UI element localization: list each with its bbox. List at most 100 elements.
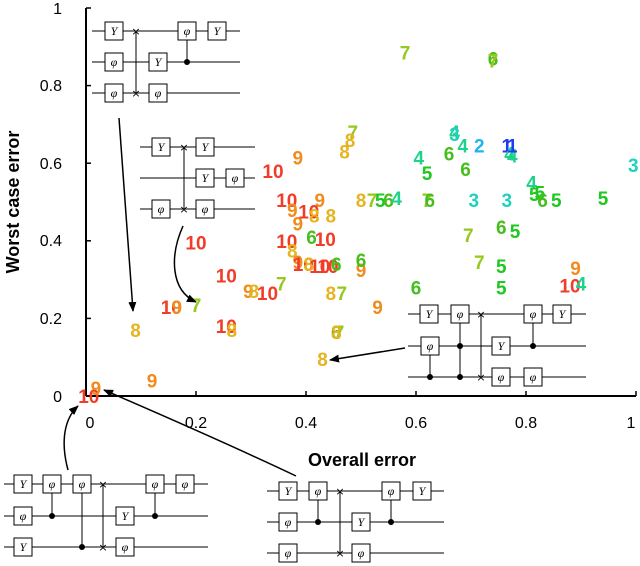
gate-label: φ bbox=[498, 370, 505, 384]
gate-label: φ bbox=[285, 515, 292, 529]
data-point: 6 bbox=[331, 255, 342, 276]
gate-label: φ bbox=[358, 546, 365, 560]
circuit-diagram: × × Y φ φ Y φ φ Y φ bbox=[408, 300, 588, 387]
data-point: 10 bbox=[216, 267, 237, 288]
data-point: 8 bbox=[339, 143, 350, 164]
data-point: 1 bbox=[502, 137, 513, 158]
gate-label: Y bbox=[358, 515, 366, 529]
data-point: 7 bbox=[348, 123, 359, 144]
data-point: 10 bbox=[309, 257, 330, 278]
gate-box: Y bbox=[148, 52, 168, 72]
gate-label: φ bbox=[202, 202, 209, 216]
data-point: 9 bbox=[356, 261, 367, 282]
gate-box: φ bbox=[13, 506, 33, 526]
x-tick-label: 0.6 bbox=[405, 415, 427, 432]
x-axis-title: Overall error bbox=[308, 450, 416, 470]
data-point: 7 bbox=[191, 296, 202, 317]
data-point: 6 bbox=[444, 145, 455, 166]
data-point: 3 bbox=[628, 156, 639, 177]
gate-box: φ bbox=[225, 168, 245, 188]
control-dot bbox=[457, 374, 463, 380]
data-point: 3 bbox=[502, 191, 513, 212]
data-point: 5 bbox=[422, 164, 433, 185]
control-dot bbox=[49, 513, 55, 519]
circuit-diagram: × × Y φ Y φ Y φ φ bbox=[92, 21, 240, 103]
gate-box: φ bbox=[278, 543, 298, 563]
gate-label: φ bbox=[152, 477, 159, 491]
gate-label: φ bbox=[122, 540, 129, 554]
control-dot bbox=[427, 374, 433, 380]
data-point: 9 bbox=[293, 253, 304, 274]
circuit-diagrams: × × Y φ Y φ Y φ φ × × Y Y Y φ φ φ bbox=[4, 21, 588, 563]
data-point: 6 bbox=[496, 218, 507, 239]
data-point: 9 bbox=[372, 298, 383, 319]
data-point: 5 bbox=[496, 278, 507, 299]
data-point: 6 bbox=[306, 228, 317, 249]
gate-label: Y bbox=[498, 339, 506, 353]
data-point: 7 bbox=[337, 284, 348, 305]
data-point: 6 bbox=[425, 191, 436, 212]
gate-label: φ bbox=[530, 370, 537, 384]
control-dot bbox=[79, 544, 85, 550]
gate-label: φ bbox=[111, 86, 118, 100]
circuit-diagram: × × Y φ φ φ Y φ φ Y φ bbox=[4, 474, 208, 557]
gate-label: Y bbox=[285, 484, 293, 498]
gate-box: φ bbox=[104, 52, 124, 72]
gate-box: φ bbox=[104, 83, 124, 103]
gate-label: Y bbox=[426, 307, 434, 321]
gate-box: φ bbox=[420, 336, 440, 356]
gate-label: φ bbox=[20, 509, 27, 523]
data-point: 5 bbox=[375, 191, 386, 212]
data-point: 4 bbox=[391, 189, 402, 210]
swap-cross: × bbox=[98, 541, 107, 554]
y-tick-label: 0 bbox=[53, 389, 62, 406]
gate-label: φ bbox=[184, 24, 191, 38]
control-dot bbox=[530, 343, 536, 349]
data-point: 9 bbox=[293, 148, 304, 169]
gate-label: Y bbox=[202, 171, 210, 185]
data-point: 6 bbox=[356, 251, 367, 272]
gate-label: Y bbox=[158, 140, 166, 154]
data-point: 9 bbox=[287, 201, 298, 222]
gate-box: Y bbox=[13, 474, 33, 494]
data-point: 4 bbox=[449, 123, 460, 144]
data-point: 6 bbox=[331, 323, 342, 344]
data-point: 4 bbox=[458, 137, 469, 158]
data-point: 8 bbox=[345, 131, 356, 152]
data-point: 10 bbox=[257, 284, 278, 305]
swap-cross: × bbox=[476, 371, 485, 384]
gate-box: φ bbox=[308, 481, 328, 501]
y-tick-label: 0.2 bbox=[40, 311, 62, 328]
data-point: 7 bbox=[334, 323, 345, 344]
y-axis-title: Worst case error bbox=[3, 131, 23, 274]
data-point: 10 bbox=[276, 191, 297, 212]
gate-box: Y bbox=[195, 168, 215, 188]
data-point: 2 bbox=[474, 137, 485, 158]
data-point: 10 bbox=[293, 255, 314, 276]
data-point: 10 bbox=[317, 257, 338, 278]
gate-label: φ bbox=[388, 484, 395, 498]
data-point: 9 bbox=[570, 259, 581, 280]
data-point: 8 bbox=[331, 323, 342, 344]
data-point: 10 bbox=[262, 162, 283, 183]
gate-label: φ bbox=[530, 307, 537, 321]
data-point: 9 bbox=[243, 282, 254, 303]
data-point: 9 bbox=[315, 191, 326, 212]
gate-box: φ bbox=[278, 512, 298, 532]
data-point: 3 bbox=[449, 125, 460, 146]
gate-box: φ bbox=[450, 304, 470, 324]
annotation-arrows bbox=[63, 117, 406, 477]
gate-label: φ bbox=[182, 477, 189, 491]
gate-label: Y bbox=[214, 24, 222, 38]
swap-cross: × bbox=[131, 87, 140, 100]
gate-box: φ bbox=[115, 537, 135, 557]
gate-box: Y bbox=[207, 21, 227, 41]
gate-box: Y bbox=[552, 304, 572, 324]
y-ticks bbox=[86, 7, 91, 320]
data-point: 5 bbox=[510, 222, 521, 243]
x-tick-label: 0 bbox=[86, 415, 95, 432]
swap-cross: × bbox=[131, 25, 140, 38]
data-point: 8 bbox=[309, 207, 320, 228]
data-point: 4 bbox=[414, 148, 425, 169]
gate-box: Y bbox=[115, 506, 135, 526]
